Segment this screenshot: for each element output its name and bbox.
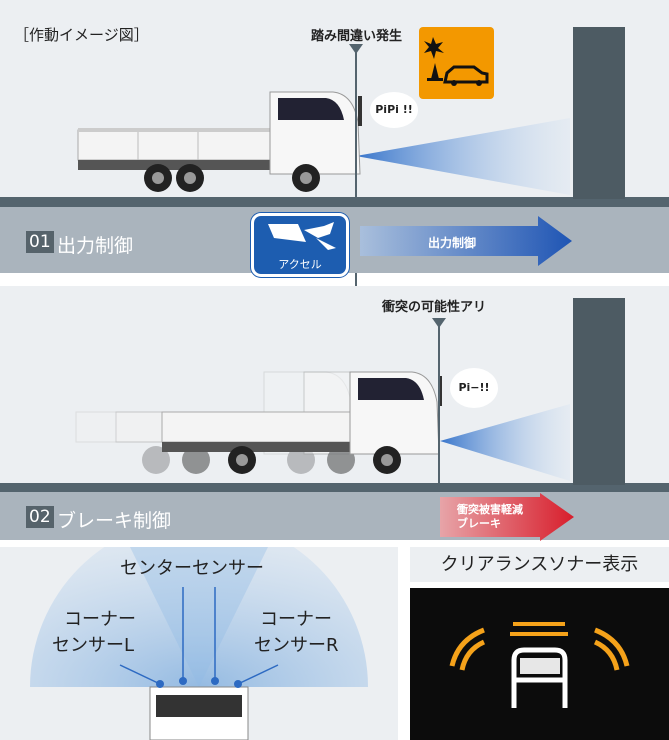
warning-car-icon [419,27,494,99]
sensor-coverage-diagram [30,547,368,740]
sonar-display-title: クリアランスソナー表示 [410,547,669,582]
wall-2 [573,298,625,485]
step-label-2: ブレーキ制御 [57,510,172,532]
sensor-beam-1 [356,118,570,195]
clearance-sonar-display [410,588,669,740]
brake-arrow-label-1: 衝突被害軽減 [457,503,523,516]
corner-sensor-l-label-2: センサーL [52,635,135,656]
wall-1 [573,27,625,199]
corner-sensor-r-label-1: コーナー [260,609,332,630]
event-marker-arrow-1 [349,44,363,54]
output-control-arrow-label: 出力制御 [428,236,477,250]
corner-sensor-r-label-2: センサーR [254,635,339,656]
sonar-indicator-icon [449,622,630,708]
brake-control-arrow [440,493,574,541]
sensor-beam-2 [440,404,570,481]
event-marker-line-2 [438,322,440,540]
road-2 [0,483,669,493]
step-number-2: 02 [26,506,54,528]
event-marker-line-1 [355,48,357,286]
truck-1 [77,91,362,192]
truck-2-motion [75,371,442,474]
step-number-1: 01 [26,231,54,253]
beep-bubble-2: Pi−!! [450,368,498,408]
brake-arrow-label-2: ブレーキ [457,517,501,530]
accelerator-pedal-icon: アクセル [251,213,349,277]
corner-sensor-l-label-1: コーナー [64,609,136,630]
accelerator-label: アクセル [278,258,322,271]
center-sensor-label: センターセンサー [120,558,264,579]
sensor-layout-panel: センターセンサー コーナー センサーL コーナー センサーR [0,547,398,740]
event-label-2: 衝突の可能性アリ [382,300,487,315]
road-1 [0,197,669,207]
beep-bubble-1: PiPi !! [370,92,418,128]
event-marker-arrow-2 [432,318,446,328]
diagram-caption: ［作動イメージ図］ [14,26,149,44]
output-control-arrow [360,216,572,266]
event-label-1: 踏み間違い発生 [311,29,403,44]
step-label-1: 出力制御 [57,235,134,257]
